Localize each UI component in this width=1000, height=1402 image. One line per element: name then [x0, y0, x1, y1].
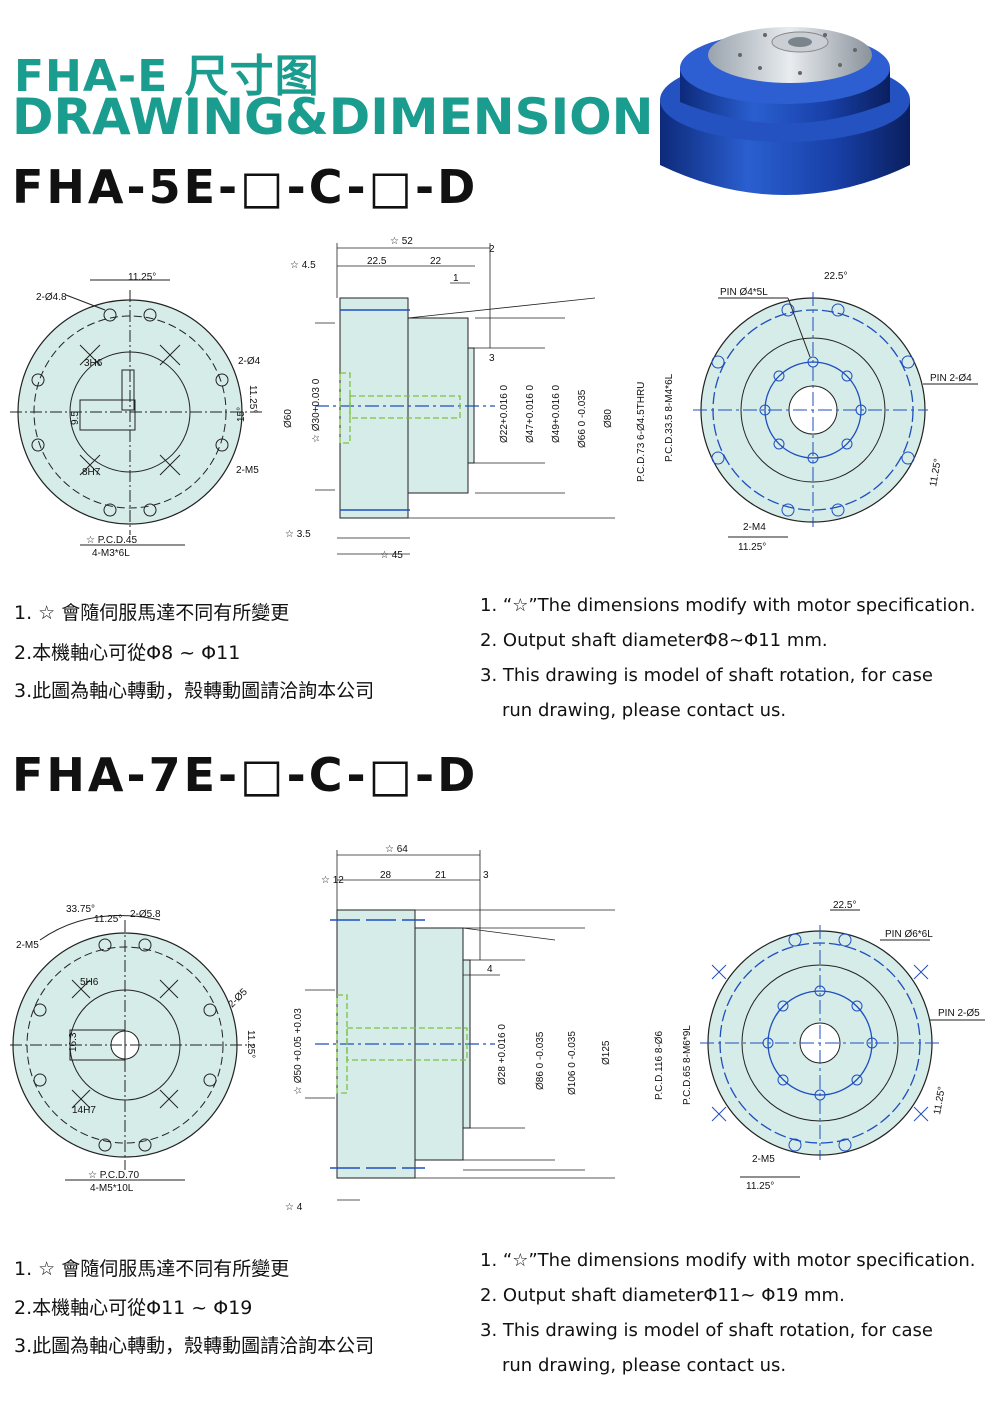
side-dim: ☆ 64 — [385, 844, 408, 855]
rear-label: 11.25° — [932, 1086, 948, 1116]
front-label: 2-Ø4 — [238, 356, 261, 367]
side-dim: 3 — [489, 353, 495, 364]
front-label: 8H7 — [82, 467, 101, 478]
note-cn: 2.本機軸心可從Φ11 ~ Φ19 — [14, 1297, 253, 1319]
side-dim: ☆ 4 — [285, 1202, 303, 1213]
side-dim: 2 — [489, 244, 495, 255]
note-en: 1. “☆”The dimensions modify with motor s… — [480, 1250, 976, 1271]
front-label: 2-Ø5 — [226, 986, 250, 1010]
front-label: 11.25° — [245, 1030, 256, 1058]
note-cn: 2.本機軸心可從Φ8 ~ Φ11 — [14, 642, 241, 664]
front-label: 5H6 — [80, 977, 99, 988]
note-en: 2. Output shaft diameterΦ11~ Φ19 mm. — [480, 1285, 845, 1306]
note-en: run drawing, please contact us. — [502, 700, 787, 721]
rear-label: PIN 2-Ø4 — [930, 373, 972, 384]
rear-view-drawing: PIN Ø4*5L 22.5° PIN 2-Ø4 P.C.D.73 6-Ø4.5… — [636, 271, 978, 553]
side-dim: Ø80 — [603, 409, 614, 428]
front-label: 4-M3*6L — [92, 548, 130, 559]
front-label: 4-M5*10L — [90, 1183, 134, 1194]
note-en: 1. “☆”The dimensions modify with motor s… — [480, 595, 976, 616]
front-label: 16.3 — [68, 1032, 79, 1052]
side-dim: Ø49+0.016 0 — [551, 384, 562, 443]
front-label: ☆ P.C.D.70 — [88, 1170, 139, 1181]
rear-label: PIN Ø6*6L — [885, 929, 933, 940]
side-dim: Ø66 0 -0.035 — [577, 389, 588, 448]
note-en: 3. This drawing is model of shaft rotati… — [480, 665, 933, 686]
rear-label: 22.5° — [833, 900, 856, 911]
front-label: 3H6 — [84, 358, 103, 369]
side-dim: Ø47+0.016 0 — [525, 384, 536, 443]
side-dim: 3 — [483, 870, 489, 881]
note-cn: 3.此圖為軸心轉動，殼轉動圖請洽詢本公司 — [14, 1335, 375, 1357]
front-label: 15° — [236, 407, 247, 422]
side-dim: ☆ 52 — [390, 236, 413, 247]
note-en: run drawing, please contact us. — [502, 1355, 787, 1376]
front-label: 11.25° — [94, 914, 122, 925]
rear-label: P.C.D.65 8-M6*9L — [682, 1025, 693, 1105]
front-label: 9.5 — [70, 411, 81, 425]
front-label: 14H7 — [72, 1105, 96, 1116]
side-view-drawing: ☆ 52 2 ☆ 4.5 22.5 22 1 3 ☆ 3.5 ☆ 45 Ø60 … — [283, 236, 615, 561]
front-label: 2-Ø4.8 — [36, 292, 67, 303]
side-dim: Ø60 — [283, 409, 294, 428]
rear-label: PIN Ø4*5L — [720, 287, 768, 298]
side-dim: ☆ 4.5 — [290, 260, 316, 271]
front-label: 2-Ø5.8 — [130, 909, 161, 920]
rear-label: 11.25° — [738, 542, 766, 553]
front-label: ☆ P.C.D.45 — [86, 535, 137, 546]
page-title-cn: FHA-E 尺寸图 — [14, 51, 320, 102]
rear-view-drawing: 22.5° PIN Ø6*6L PIN 2-Ø5 P.C.D.116 8-Ø6 … — [654, 900, 985, 1192]
side-dim: ☆ Ø30+0.03 0 — [311, 378, 322, 443]
side-dim: 22.5 — [367, 256, 387, 267]
rear-label: 11.25° — [928, 458, 944, 488]
side-dim: 4 — [487, 964, 493, 975]
front-label: 11.25° — [128, 272, 156, 283]
side-dim: Ø125 — [601, 1040, 612, 1065]
front-view-drawing: 33.75° 11.25° 2-Ø5.8 2-M5 5H6 2-Ø5 11.25… — [10, 904, 256, 1194]
side-dim: 1 — [453, 273, 459, 284]
side-dim: ☆ 45 — [380, 550, 403, 561]
rear-label: P.C.D.116 8-Ø6 — [654, 1030, 665, 1100]
front-label: 2-M5 — [236, 465, 259, 476]
model-name: FHA-5E-□-C-□-D — [12, 160, 479, 214]
rear-label: 11.25° — [746, 1181, 774, 1192]
product-image — [660, 27, 910, 195]
rear-label: PIN 2-Ø5 — [938, 1008, 980, 1019]
note-cn: 1. ☆ 會隨伺服馬達不同有所變更 — [14, 1258, 290, 1280]
front-label: 11.25° — [247, 385, 258, 413]
side-dim: ☆ 3.5 — [285, 529, 311, 540]
note-en: 2. Output shaft diameterΦ8~Φ11 mm. — [480, 630, 828, 651]
rear-label: 2-M4 — [743, 522, 766, 533]
side-dim: 28 — [380, 870, 392, 881]
page-title-en: DRAWING&DIMENSION — [12, 88, 654, 146]
note-cn: 3.此圖為軸心轉動，殼轉動圖請洽詢本公司 — [14, 680, 375, 702]
front-view-drawing: 11.25° 2-Ø4.8 3H6 2-Ø4 11.25° 15° 9.5 2-… — [10, 272, 265, 559]
side-dim: Ø106 0 -0.035 — [567, 1031, 578, 1095]
note-en: 3. This drawing is model of shaft rotati… — [480, 1320, 933, 1341]
side-dim: 21 — [435, 870, 447, 881]
side-dim: Ø86 0 -0.035 — [535, 1031, 546, 1090]
rear-label: 22.5° — [824, 271, 847, 282]
front-label: 33.75° — [66, 904, 95, 915]
rear-label: P.C.D.73 6-Ø4.5THRU — [636, 382, 647, 482]
rear-label: P.C.D.33.5 8-M4*6L — [664, 373, 675, 462]
side-dim: 22 — [430, 256, 442, 267]
side-dim: ☆ 12 — [321, 875, 344, 886]
side-dim: Ø28 +0.016 0 — [497, 1024, 508, 1085]
model-name: FHA-7E-□-C-□-D — [12, 748, 479, 802]
note-cn: 1. ☆ 會隨伺服馬達不同有所變更 — [14, 602, 290, 624]
side-dim: ☆ Ø50 +0.05 +0.03 — [293, 1008, 304, 1095]
front-label: 2-M5 — [16, 940, 39, 951]
side-view-drawing: ☆ 64 ☆ 12 28 21 3 4 ☆ 4 ☆ Ø50 +0.05 +0.0… — [285, 844, 615, 1213]
rear-label: 2-M5 — [752, 1154, 775, 1165]
side-dim: Ø22+0.016 0 — [499, 384, 510, 443]
